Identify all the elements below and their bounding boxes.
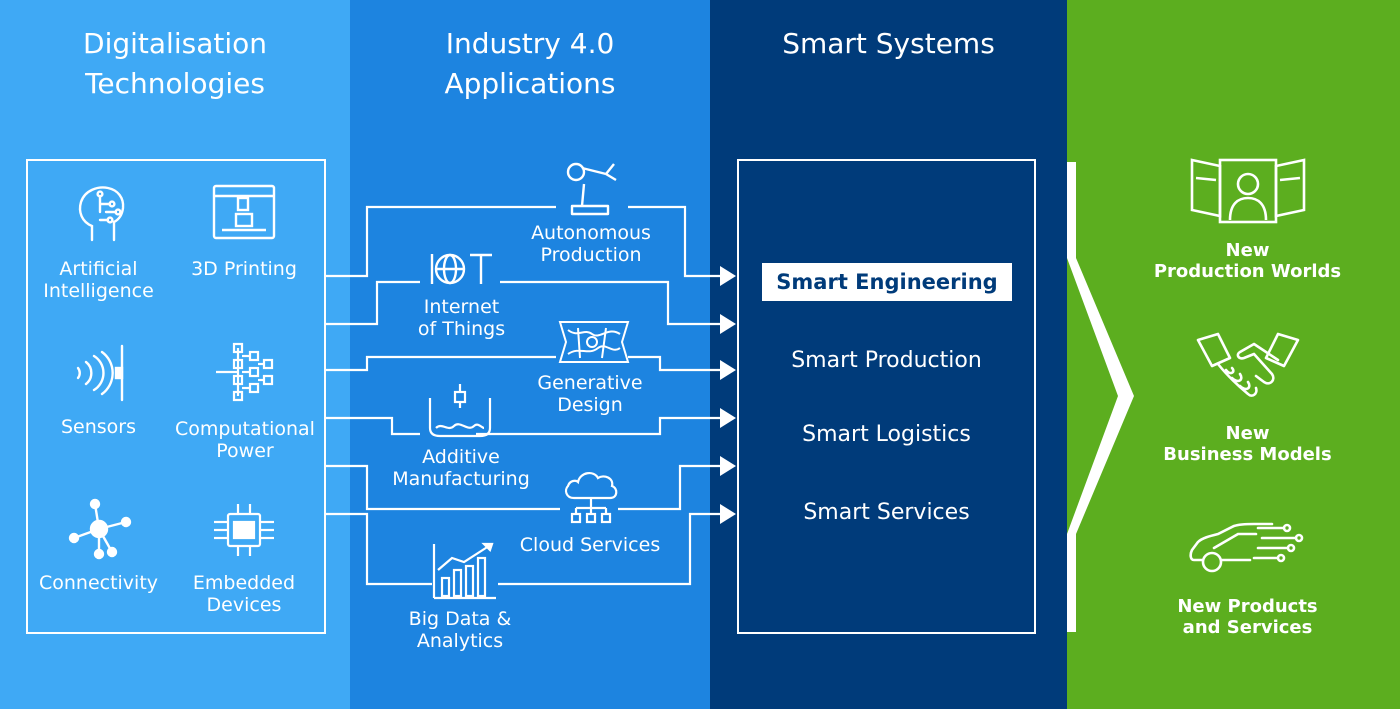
connected-car-icon <box>1188 520 1310 576</box>
app-label-line1: Internet <box>423 296 500 318</box>
app-label-line1: Generative <box>537 372 643 394</box>
outcome-label-line2: Business Models <box>1163 444 1332 465</box>
industry-title-line1: Industry 4.0 <box>445 27 615 60</box>
tech-label-line1: Artificial <box>59 258 138 280</box>
tech-label-line1: Computational <box>175 418 315 440</box>
outcome-label-line2: and Services <box>1182 617 1313 638</box>
app-label-line1: Big Data & <box>408 608 512 630</box>
outcome-label-products-services: New Products and Services <box>1140 596 1355 638</box>
outcome-label-line1: New <box>1225 240 1270 261</box>
sensor-waves-icon <box>70 344 126 402</box>
app-label-additive-manufacturing: Additive Manufacturing <box>376 446 546 490</box>
digitalisation-title-line2: Technologies <box>85 67 265 100</box>
industry-band <box>350 0 710 709</box>
app-label-line2: of Things <box>417 318 506 340</box>
app-label-line2: Manufacturing <box>392 468 530 490</box>
tech-label-line2: Power <box>216 440 274 462</box>
technologies-box <box>26 159 326 634</box>
robot-arm-icon <box>562 160 620 216</box>
tech-label-connectivity: Connectivity <box>26 572 171 594</box>
outcome-label-production-worlds: New Production Worlds <box>1140 240 1355 282</box>
tech-label-embedded-devices: Embedded Devices <box>176 572 312 616</box>
digitalisation-header: Digitalisation Technologies <box>0 24 350 104</box>
iot-globe-icon <box>428 252 494 286</box>
growth-chart-icon <box>432 540 498 600</box>
app-label-big-data-analytics: Big Data & Analytics <box>390 608 530 652</box>
app-label-generative-design: Generative Design <box>510 372 670 416</box>
smart-system-smart-logistics: Smart Logistics <box>802 422 971 447</box>
digitalisation-band <box>0 0 350 709</box>
tech-label-line1: Sensors <box>60 416 137 438</box>
app-label-line1: Autonomous <box>531 222 651 244</box>
tech-label-computational-power: Computational Power <box>165 418 325 462</box>
app-label-autonomous-production: Autonomous Production <box>500 222 682 266</box>
tech-label-sensors: Sensors <box>26 416 171 438</box>
app-label-line1: Cloud Services <box>519 534 661 556</box>
additive-printer-icon <box>426 384 494 438</box>
tech-label-line1: 3D Printing <box>191 258 297 280</box>
connectivity-hub-icon <box>68 498 132 560</box>
brain-circuit-icon <box>76 184 128 242</box>
app-label-line2: Production <box>540 244 642 266</box>
tech-label-line1: Embedded <box>192 572 296 594</box>
smart-system-smart-production: Smart Production <box>791 348 982 373</box>
app-label-line2: Design <box>557 394 623 416</box>
app-label-internet-of-things: Internet of Things <box>384 296 539 340</box>
digitalisation-title-line1: Digitalisation <box>83 27 267 60</box>
production-worlds-icon <box>1190 154 1306 226</box>
outcome-label-line1: New Products <box>1177 596 1318 617</box>
network-tree-icon <box>214 342 274 404</box>
tech-label-3d-printing: 3D Printing <box>176 258 312 280</box>
smart-system-smart-services: Smart Services <box>803 500 970 525</box>
industry-header: Industry 4.0 Applications <box>350 24 710 104</box>
tech-label-line2: Intelligence <box>43 280 154 302</box>
handshake-icon <box>1196 330 1300 410</box>
cloud-network-icon <box>562 468 620 526</box>
3d-printer-icon <box>212 184 276 242</box>
smart-systems-box <box>737 159 1036 634</box>
app-label-line2: Analytics <box>416 630 504 652</box>
app-label-cloud-services: Cloud Services <box>508 534 672 556</box>
tech-label-artificial-intelligence: Artificial Intelligence <box>26 258 171 302</box>
outcome-label-line1: New <box>1225 423 1270 444</box>
smart-systems-header: Smart Systems <box>710 24 1067 64</box>
smart-systems-band <box>710 0 1067 709</box>
tech-label-line2: Devices <box>206 594 282 616</box>
outcome-label-line2: Production Worlds <box>1153 261 1342 282</box>
tech-label-line1: Connectivity <box>38 572 159 594</box>
industry-title-line2: Applications <box>444 67 616 100</box>
outcome-label-business-models: New Business Models <box>1140 423 1355 465</box>
generative-mesh-icon <box>558 320 630 364</box>
microchip-icon <box>212 504 276 556</box>
smart-system-smart-engineering: Smart Engineering <box>762 263 1012 301</box>
app-label-line1: Additive <box>422 446 500 468</box>
smart-systems-title: Smart Systems <box>782 27 995 60</box>
